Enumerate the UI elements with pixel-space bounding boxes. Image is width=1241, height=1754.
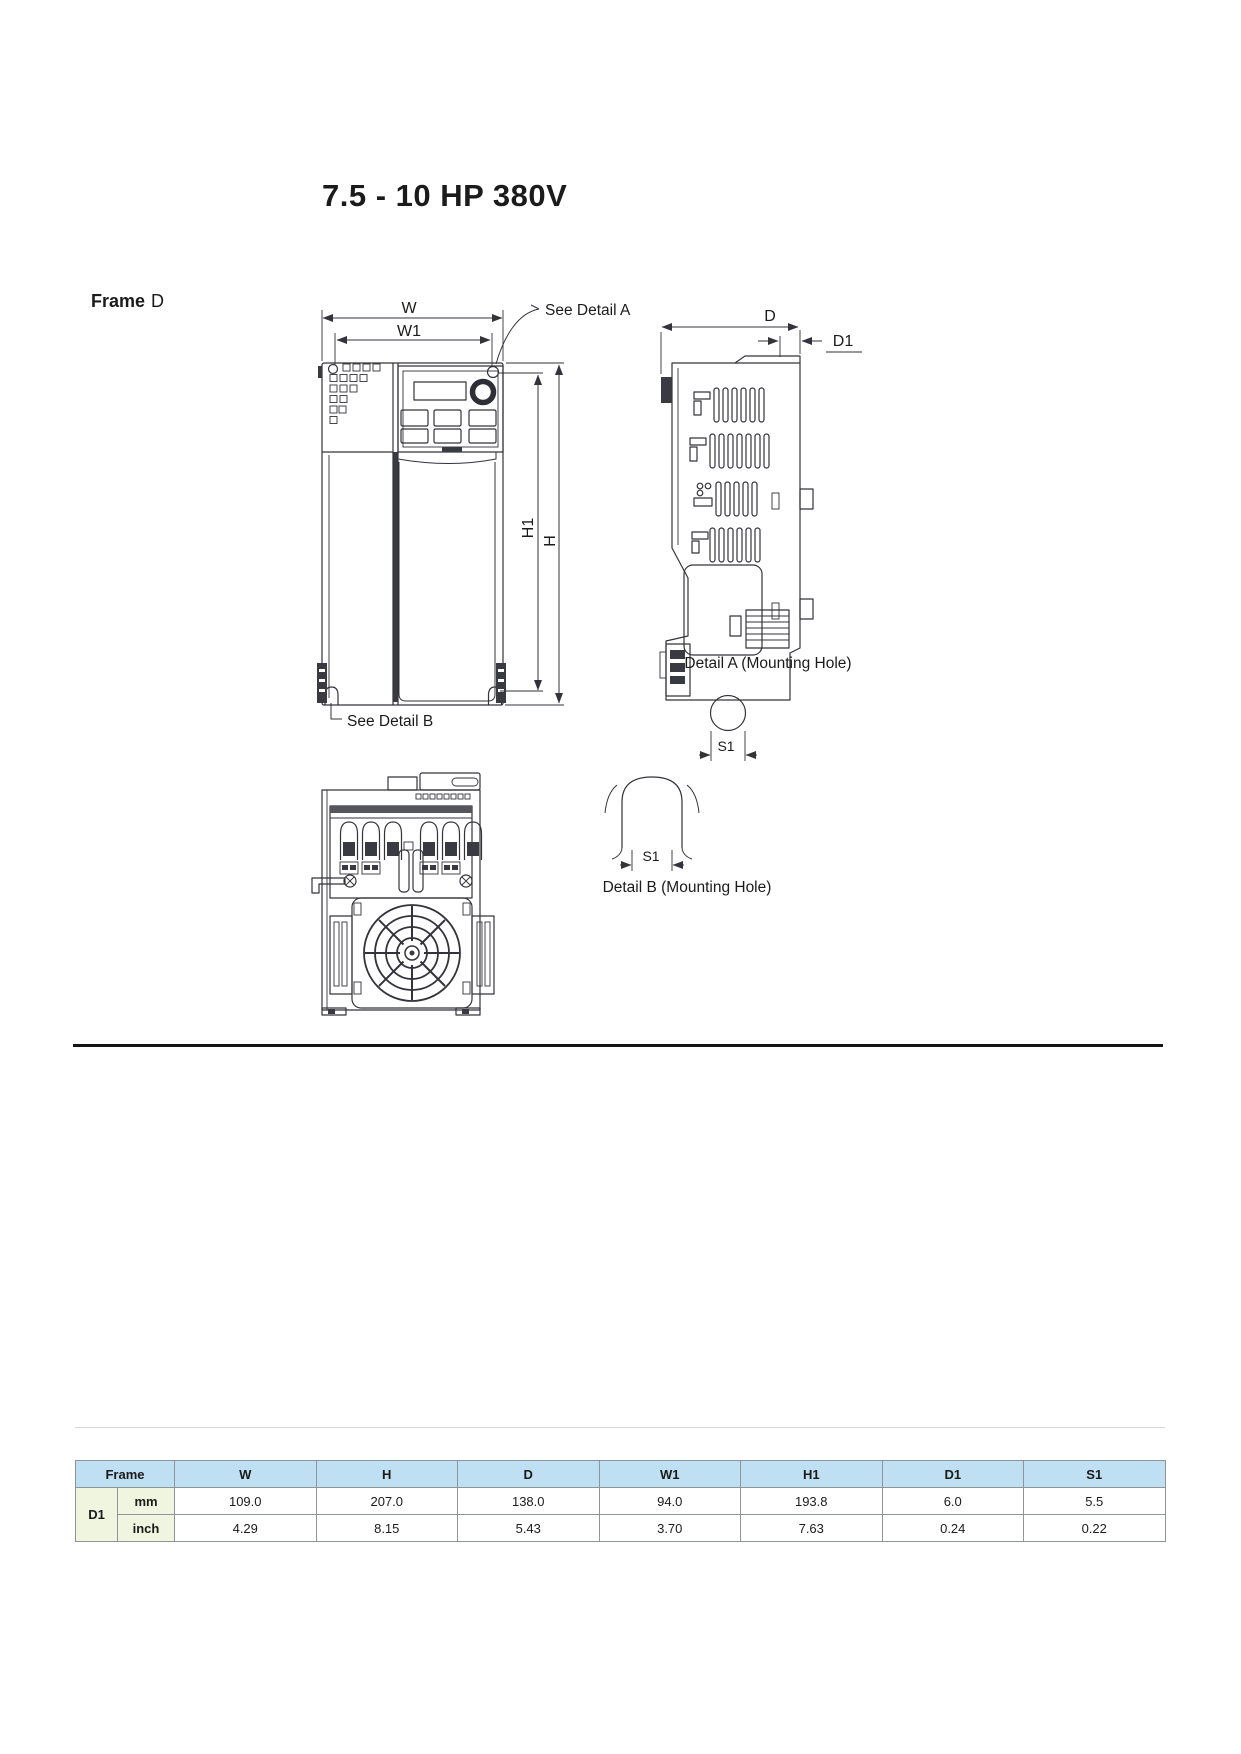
value-w-mm: 109.0	[174, 1487, 317, 1515]
fan-grill	[363, 904, 461, 1002]
vent-holes	[329, 363, 381, 424]
table-row-inch: inch 4.29 8.15 5.43 3.70 7.63 0.24 0.22	[76, 1514, 1166, 1542]
value-h1-mm: 193.8	[740, 1487, 883, 1515]
unit-mm: mm	[117, 1487, 175, 1515]
unit-inch: inch	[117, 1514, 175, 1542]
dim-label-w: W	[401, 300, 417, 317]
detail-a-title: Detail A (Mounting Hole)	[684, 655, 851, 672]
header-d: D	[457, 1460, 600, 1488]
side-vents	[689, 387, 770, 563]
terminal-arches	[339, 821, 483, 861]
side-view	[659, 355, 814, 701]
see-detail-b-label: See Detail B	[347, 713, 433, 730]
detail-a-hole	[709, 694, 747, 732]
table-row-mm: D1 mm 109.0 207.0 138.0 94.0 193.8 6.0 5…	[75, 1487, 1166, 1542]
header-w1: W1	[598, 1460, 741, 1488]
terminal-screw-right	[459, 874, 473, 888]
header-w: W	[174, 1460, 317, 1488]
dim-label-h1: H1	[520, 518, 537, 539]
value-s1-inch: 0.22	[1023, 1514, 1166, 1542]
dim-label-w1: W1	[397, 323, 421, 340]
front-view-dimensions: W W1 H1 H See Detail A See Detail B	[321, 300, 631, 730]
value-d1-inch: 0.24	[881, 1514, 1024, 1542]
frame-word: Frame	[91, 291, 146, 311]
terminal-vents	[415, 793, 471, 800]
see-detail-a-label: See Detail A	[545, 302, 631, 319]
value-h-mm: 207.0	[315, 1487, 458, 1515]
value-d-inch: 5.43	[457, 1514, 600, 1542]
detail-b-slot	[621, 776, 683, 848]
value-d1-mm: 6.0	[881, 1487, 1024, 1515]
value-w1-inch: 3.70	[598, 1514, 741, 1542]
value-h1-inch: 7.63	[740, 1514, 883, 1542]
header-s1: S1	[1023, 1460, 1166, 1488]
value-d-mm: 138.0	[457, 1487, 600, 1515]
section-divider	[73, 1044, 1163, 1047]
detail-b: S1 Detail B (Mounting Hole)	[603, 776, 772, 896]
value-w1-mm: 94.0	[598, 1487, 741, 1515]
value-s1-mm: 5.5	[1023, 1487, 1166, 1515]
mounting-hole-top-left	[327, 363, 339, 375]
value-h-inch: 8.15	[315, 1514, 458, 1542]
terminal-connectors	[339, 861, 461, 875]
dimension-drawing: W W1 H1 H See Detail A See Detail B	[311, 300, 862, 1016]
detail-b-s1-label: S1	[642, 848, 659, 864]
bottom-view	[311, 772, 495, 1016]
terminal-screw-left	[343, 874, 357, 888]
dimensions-table: Frame W H D W1 H1 D1 S1 D1 mm 109.0 207.…	[75, 1460, 1166, 1542]
header-h1: H1	[740, 1460, 883, 1488]
dim-label-h: H	[542, 535, 559, 547]
frame-cell: D1	[75, 1487, 118, 1542]
value-w-inch: 4.29	[174, 1514, 317, 1542]
detail-a: Detail A (Mounting Hole) S1	[684, 655, 852, 761]
mounting-hole-top-right	[486, 365, 500, 379]
frame-value: D	[151, 291, 165, 311]
side-view-dimensions: D D1	[660, 308, 862, 374]
bottom-bracket	[311, 877, 346, 894]
detail-a-s1-label: S1	[717, 738, 734, 754]
header-d1: D1	[881, 1460, 1024, 1488]
dim-label-d: D	[764, 308, 776, 325]
detail-b-title: Detail B (Mounting Hole)	[603, 879, 772, 896]
page-title: 7.5 - 10 HP 380V	[322, 178, 568, 213]
table-header-row: Frame W H D W1 H1 D1 S1	[75, 1460, 1166, 1488]
front-view	[317, 362, 506, 706]
header-h: H	[315, 1460, 458, 1488]
header-frame: Frame	[75, 1460, 175, 1488]
dim-label-d1: D1	[833, 333, 854, 350]
table-top-rule	[75, 1427, 1165, 1428]
